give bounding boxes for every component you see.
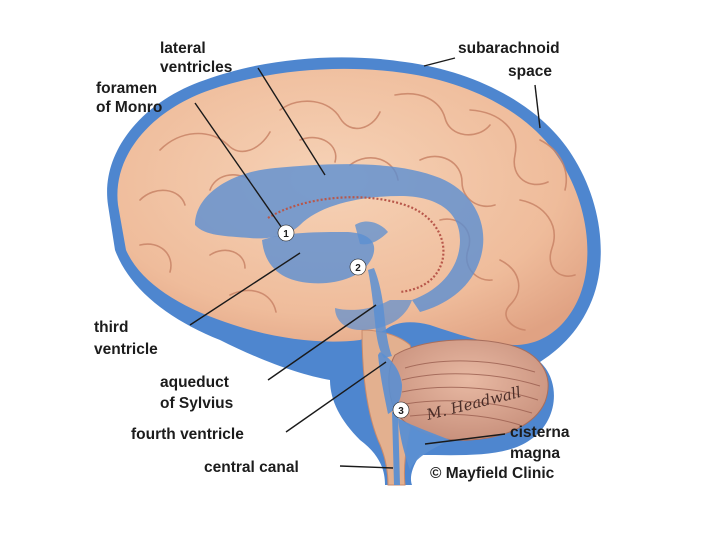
third-ventricle-shape [262,232,375,284]
lateral-ventricle-horn [335,300,412,330]
label-lateral-ventricles: lateral ventricles [160,40,232,76]
marker-1: 1 [277,224,295,242]
label-aqueduct-of-sylvius: aqueduct of Sylvius [160,374,233,412]
label-fourth-ventricle: fourth ventricle [131,426,244,443]
marker-3: 3 [392,401,410,419]
label-foramen-of-monro: foramen of Monro [96,80,162,116]
copyright-text: © Mayfield Clinic [430,465,555,482]
choroid-plexus [267,196,445,294]
svg-text:2: 2 [355,263,361,274]
label-cisterna-magna: cisterna magna [510,424,574,462]
ventricular-system [195,164,484,485]
leader-lines [189,57,541,469]
third-ventricle-recess [355,221,388,245]
fourth-ventricle-shape [378,352,402,414]
lateral-ventricle [195,164,484,312]
cerebellum-folia [401,360,541,426]
label-central-canal: central canal [204,459,299,476]
svg-text:1: 1 [283,229,289,240]
central-canal-shape [392,412,400,485]
aqueduct-shape [368,268,392,358]
label-third-ventricle: third ventricle [94,319,158,358]
marker-2: 2 [349,258,367,276]
label-subarachnoid-space: subarachnoid space [458,40,564,80]
svg-text:3: 3 [398,406,404,417]
cisterna-magna-shape [398,418,450,470]
